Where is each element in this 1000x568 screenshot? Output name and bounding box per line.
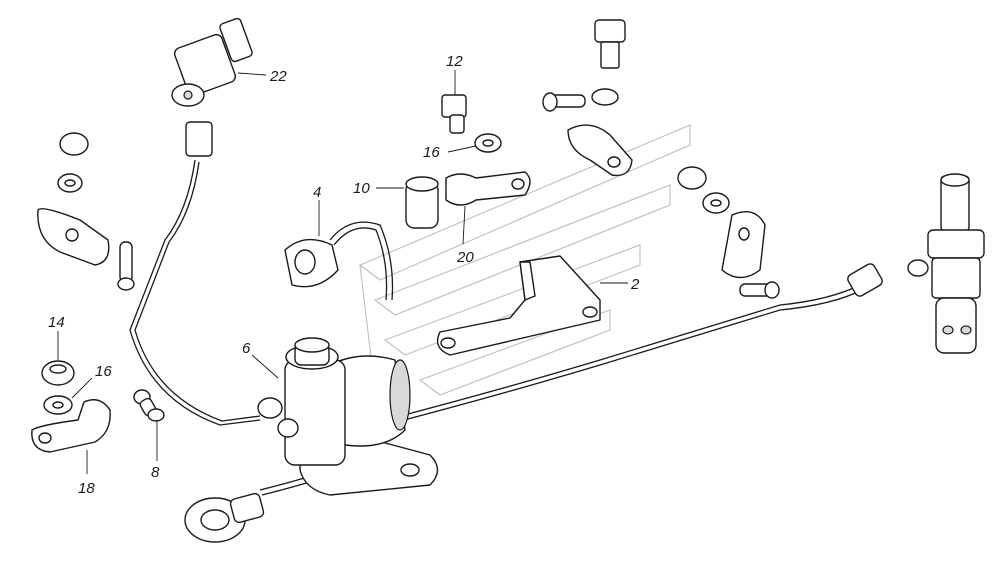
pipe-nut-right [847,263,883,297]
clamp-18 [31,399,111,453]
valve-22 [171,17,253,107]
nut-14 [41,360,75,386]
callouts: 22 12 16 10 4 20 2 6 14 16 8 18 [48,53,640,497]
callout-4: 4 [313,184,321,201]
bracket-2 [436,255,601,356]
fuel-pipe-lines [129,159,863,496]
callout-16-upper: 16 [423,144,440,161]
callout-6: 6 [242,340,251,357]
left-fasteners-upper [37,132,135,291]
washer-16-lower [43,395,73,415]
watermark-logo [358,124,691,396]
pipe-nut-upper-left [185,121,213,157]
banjo-fitting-bottom [184,492,265,543]
clamp-20 [445,171,531,206]
callout-10: 10 [353,180,370,197]
mounting-bolt-top [542,19,633,177]
solenoid-valve-6 [257,337,439,496]
callout-20: 20 [456,249,474,266]
leader-lines [57,70,628,474]
callout-16-lower: 16 [95,363,112,380]
right-fasteners [677,166,780,299]
callout-8: 8 [151,464,160,481]
callout-2: 2 [630,276,640,293]
valve-assembly-right [907,173,985,354]
washer-16-upper [474,133,502,153]
union-bolt-12 [441,94,467,134]
callout-14: 14 [48,314,65,331]
bushing-10 [405,176,439,229]
callout-12: 12 [446,53,463,70]
callout-22: 22 [269,68,287,85]
bolt-8 [133,389,165,422]
connector-4 [284,238,339,288]
callout-18: 18 [78,480,95,497]
